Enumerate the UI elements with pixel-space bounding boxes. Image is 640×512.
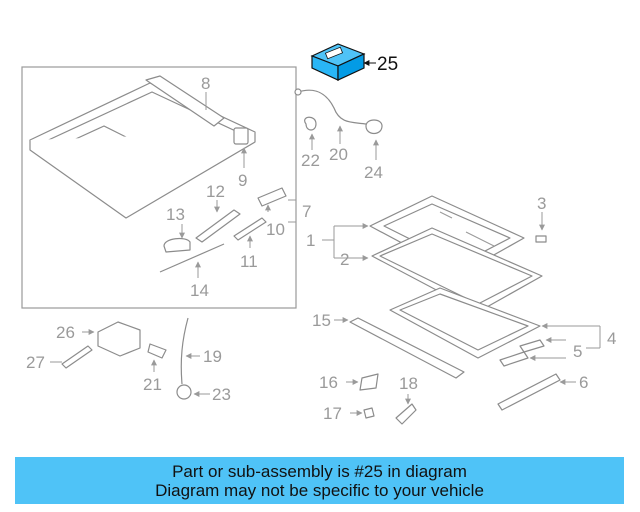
- callout-12: 12: [206, 182, 225, 201]
- part-20-drain-hose: [297, 89, 367, 125]
- part-3-bolt: [535, 235, 547, 243]
- part-13: [163, 237, 191, 253]
- part-19-hose: [180, 317, 189, 385]
- part-17-clip: [363, 407, 375, 419]
- part-21-clip: [147, 343, 167, 359]
- part-27-rod: [61, 345, 93, 369]
- info-banner: Part or sub-assembly is #25 in diagram D…: [15, 457, 624, 504]
- callout-19: 19: [203, 347, 222, 366]
- part-14-cable: [159, 243, 225, 273]
- callout-1: 1: [306, 231, 315, 250]
- callout-6: 6: [579, 373, 588, 392]
- callout-11: 11: [240, 252, 258, 271]
- callout-3: 3: [537, 194, 546, 213]
- callout-27: 27: [26, 353, 45, 372]
- callout-24: 24: [364, 163, 383, 182]
- callout-2: 2: [340, 250, 349, 269]
- part-22-clip: [304, 116, 317, 131]
- part-4-frame-inner: [399, 293, 529, 351]
- callout-7: 7: [302, 202, 311, 221]
- callout-22: 22: [301, 151, 320, 170]
- subassembly-frame: [21, 66, 297, 309]
- part-10: [257, 187, 287, 207]
- part-11: [233, 217, 267, 241]
- part-15-deflector: [349, 317, 465, 379]
- part-25-highlighted: [310, 43, 366, 81]
- callout-4: 4: [607, 329, 616, 348]
- callout-5: 5: [573, 342, 582, 361]
- part-12: [195, 209, 241, 243]
- callout-26: 26: [56, 323, 75, 342]
- callout-13: 13: [166, 205, 185, 224]
- callout-16: 16: [319, 373, 338, 392]
- callout-10: 10: [266, 220, 285, 239]
- callout-8: 8: [201, 74, 210, 93]
- callout-17: 17: [323, 404, 342, 423]
- callout-23: 23: [212, 385, 231, 404]
- part-16-pad: [359, 373, 379, 391]
- callout-21: 21: [143, 375, 162, 394]
- part-5-a: [519, 339, 545, 353]
- callout-9: 9: [238, 171, 247, 190]
- part-9-bracket: [233, 127, 249, 145]
- banner-line-2: Diagram may not be specific to your vehi…: [155, 480, 484, 500]
- callout-14: 14: [190, 281, 209, 300]
- part-24-grommet: [365, 119, 383, 135]
- callout-15: 15: [312, 311, 331, 330]
- part-23-grommet: [176, 384, 192, 400]
- callout-25: 25: [377, 54, 398, 75]
- part-6-rail: [497, 373, 561, 411]
- part-2-seal-inner: [379, 233, 533, 305]
- part-26-module: [97, 321, 141, 357]
- part-8-rail: [145, 75, 225, 127]
- part-5-b: [499, 351, 529, 367]
- callout-20: 20: [329, 145, 348, 164]
- part-18-bracket: [395, 403, 417, 425]
- callout-18: 18: [399, 374, 418, 393]
- banner-line-1: Part or sub-assembly is #25 in diagram: [172, 461, 467, 481]
